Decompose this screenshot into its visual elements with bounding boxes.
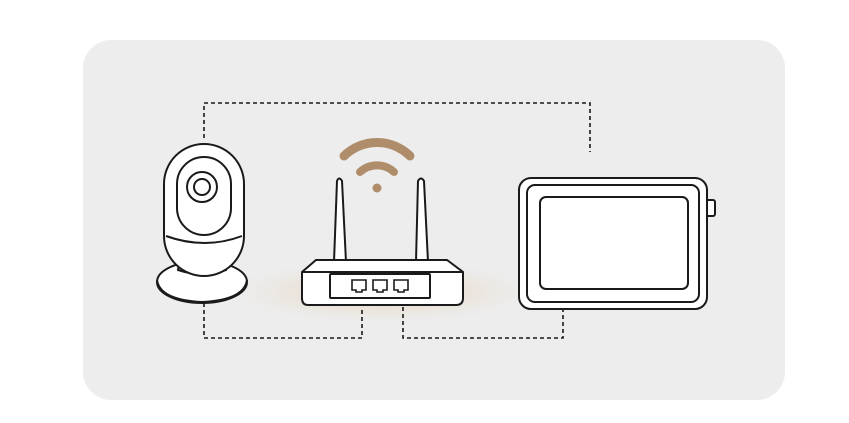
connection-camera-router xyxy=(203,303,363,339)
connection-router-monitor xyxy=(402,307,564,339)
wifi-router-icon xyxy=(301,177,464,306)
wifi-signal-icon xyxy=(339,138,415,193)
display-monitor-icon xyxy=(518,177,716,310)
connection-camera-monitor xyxy=(203,102,591,152)
security-camera-icon xyxy=(156,143,248,304)
